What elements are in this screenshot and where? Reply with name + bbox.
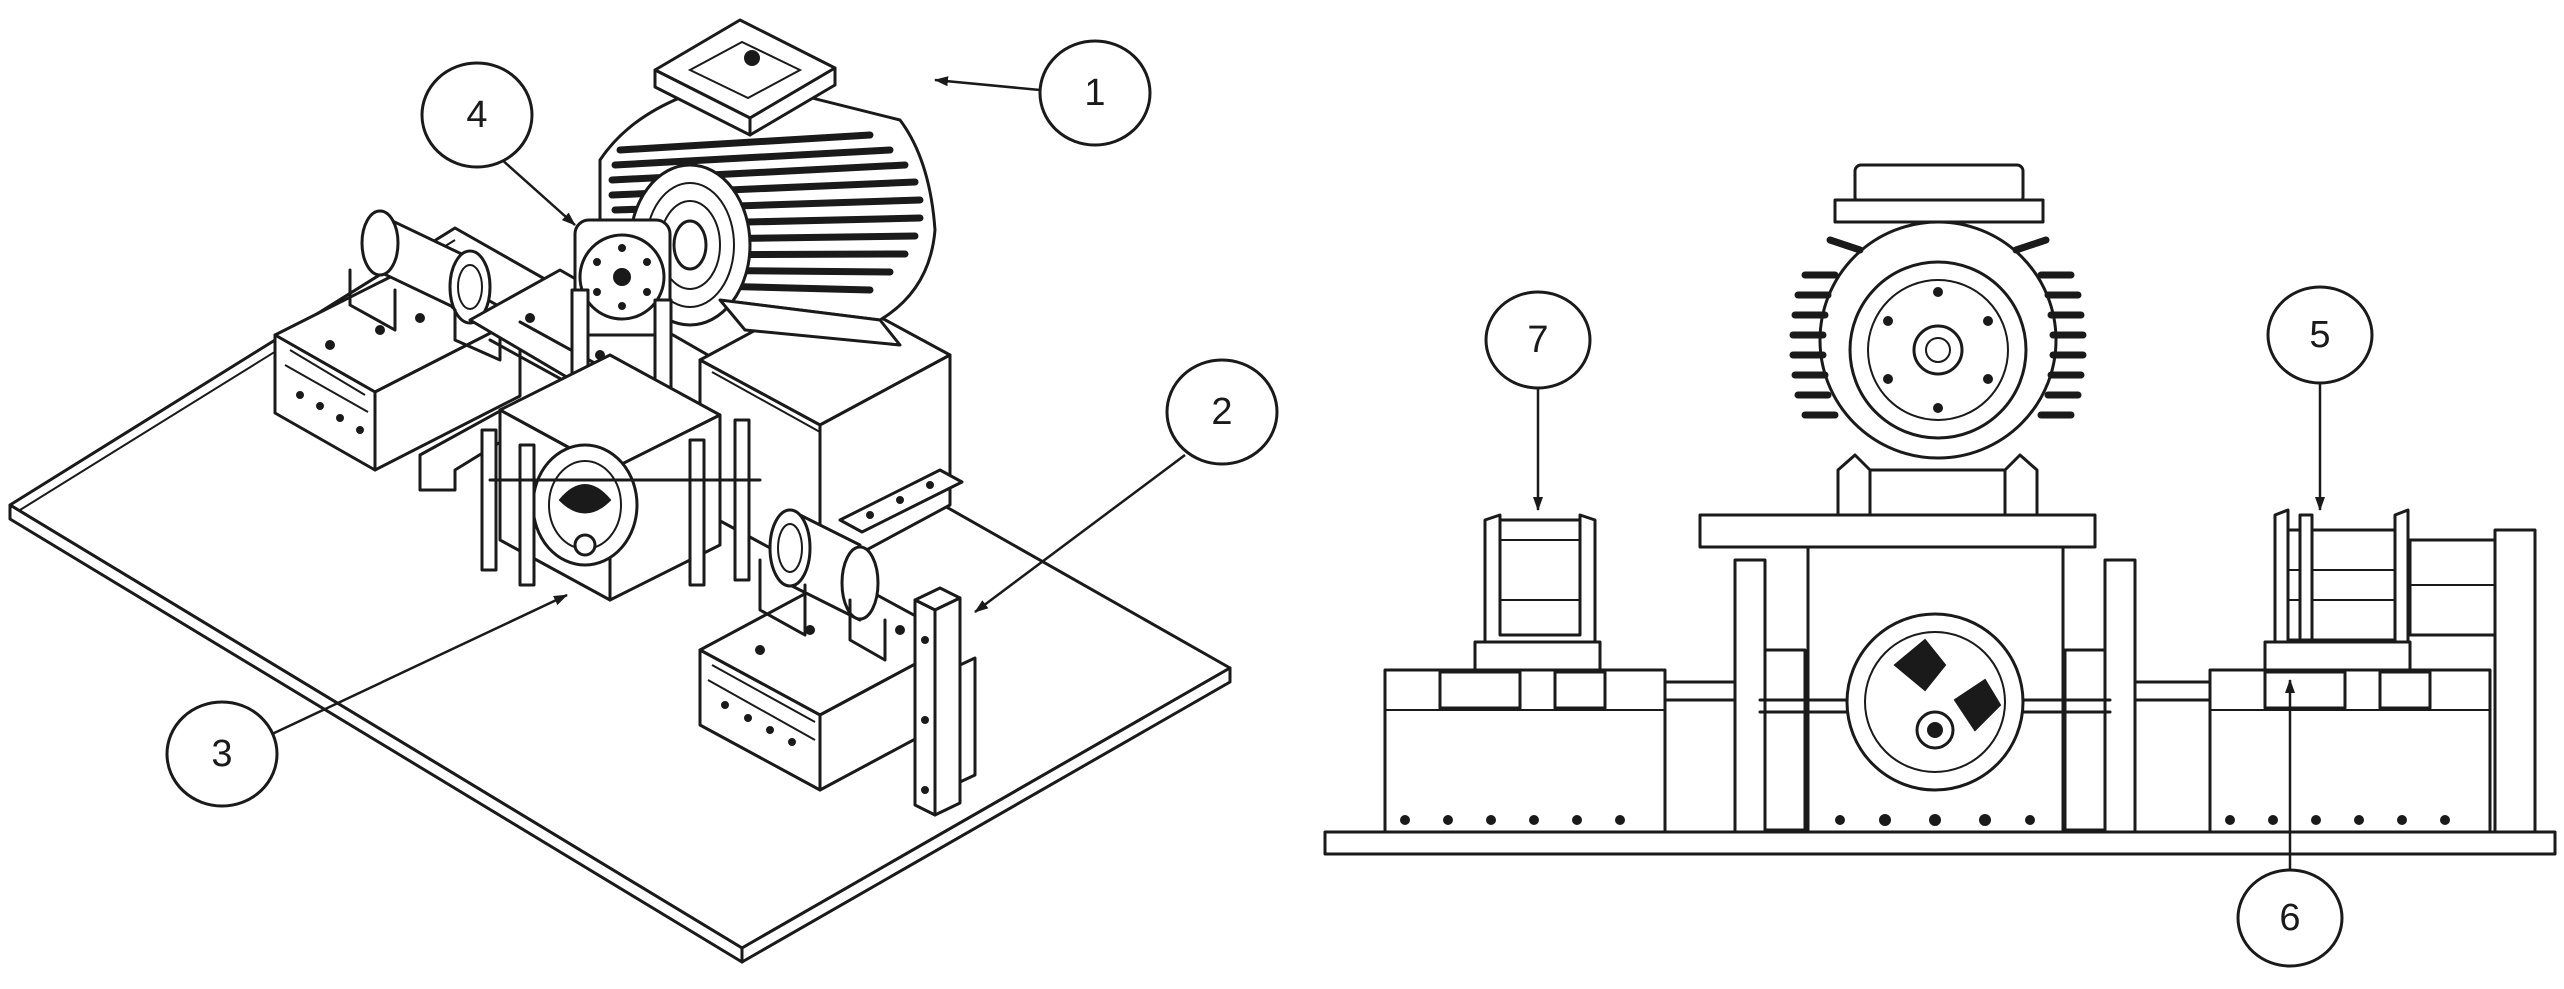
right-specimen-cylinder	[758, 508, 887, 662]
right-specimen-holder	[2263, 508, 2412, 672]
central-gear-housing	[480, 353, 762, 602]
motor-terminal-box	[653, 18, 837, 137]
front-base-plate	[1323, 830, 2557, 856]
motor-front	[1789, 163, 2087, 517]
callout-circle	[420, 61, 534, 169]
callout-1: 1	[934, 39, 1152, 147]
callout-circle	[1484, 290, 1592, 390]
callout-2: 2	[974, 358, 1279, 614]
callout-6: 6	[2236, 679, 2344, 968]
callout-4: 4	[420, 61, 576, 226]
right-top-rail	[838, 468, 964, 534]
motor-front-fins	[1789, 236, 2087, 419]
callout-7: 7	[1484, 290, 1592, 511]
callout-label: 4	[466, 94, 487, 136]
isometric-view: 1 2 3 4	[8, 18, 1279, 964]
right-support-post	[913, 586, 977, 817]
callout-circle	[2236, 868, 2344, 968]
callout-circle	[165, 700, 279, 808]
callout-circle	[2266, 285, 2374, 385]
callout-circle	[1038, 39, 1152, 147]
right-base-block	[2208, 668, 2492, 834]
callout-label: 7	[1527, 319, 1548, 361]
right-support-frame	[2408, 528, 2537, 834]
callout-label: 6	[2279, 897, 2300, 939]
front-view: 5 6 7	[1323, 163, 2557, 968]
callout-label: 3	[211, 733, 232, 775]
left-specimen-cylinder	[348, 209, 502, 362]
callout-label: 5	[2309, 314, 2330, 356]
left-specimen-block	[273, 209, 522, 492]
left-base-block	[1383, 668, 1667, 834]
callout-label: 2	[1211, 391, 1232, 433]
central-gear-assembly	[1758, 612, 2112, 832]
left-specimen-holder	[1473, 513, 1602, 672]
callout-5: 5	[2266, 285, 2374, 511]
callout-label: 1	[1084, 72, 1105, 114]
right-specimen-block	[698, 468, 964, 792]
callout-3: 3	[165, 593, 568, 808]
callout-circle	[1165, 358, 1279, 466]
